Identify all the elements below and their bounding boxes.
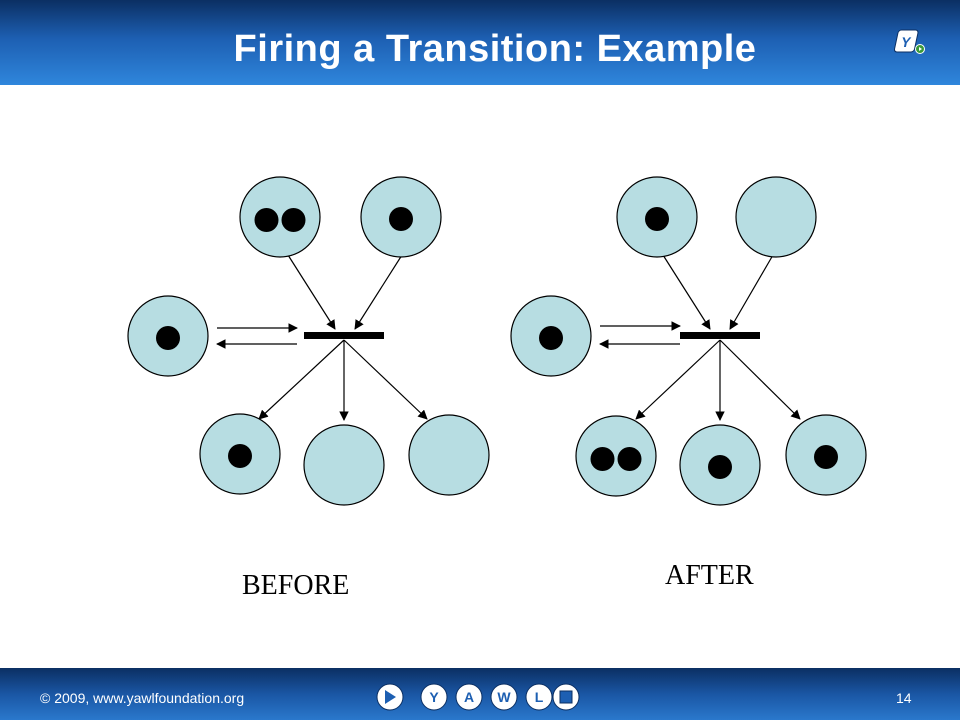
svg-text:A: A	[464, 689, 474, 705]
logo-letter-y: Y	[420, 683, 448, 711]
place-output-right	[408, 414, 490, 496]
petri-net-diagram	[127, 176, 867, 506]
place-circle	[239, 176, 321, 258]
arc	[287, 254, 336, 330]
place-bidirectional-left	[510, 295, 592, 377]
arc	[662, 254, 711, 330]
token	[228, 444, 252, 468]
place-circle	[735, 176, 817, 258]
place-circle	[575, 415, 657, 497]
logo-letter-l: L	[525, 683, 553, 711]
logo-letter-a: A	[455, 683, 483, 711]
token	[156, 326, 180, 350]
place-output-middle	[303, 424, 385, 506]
token	[254, 208, 279, 232]
arc	[258, 339, 345, 420]
svg-text:L: L	[535, 689, 544, 705]
place-output-left	[199, 413, 281, 495]
header-bar	[0, 0, 960, 85]
token	[539, 326, 563, 350]
svg-text:Y: Y	[429, 689, 439, 705]
token	[281, 208, 306, 232]
stop-icon	[552, 683, 580, 711]
place-circle	[303, 424, 385, 506]
token	[708, 455, 732, 479]
arc	[354, 254, 403, 330]
place-output-left	[575, 415, 657, 497]
place-input-top-left	[616, 176, 698, 258]
copyright-text: © 2009, www.yawlfoundation.org	[40, 690, 245, 706]
transition-bar	[304, 332, 384, 339]
token	[617, 447, 642, 471]
svg-text:W: W	[497, 689, 511, 705]
arc	[719, 339, 801, 420]
place-input-top-right	[360, 176, 442, 258]
token	[590, 447, 615, 471]
arc	[729, 254, 774, 330]
play-icon	[376, 683, 404, 711]
arc	[343, 339, 428, 420]
place-output-middle	[679, 424, 761, 506]
yawl-logo-icon: Y	[893, 29, 925, 54]
transition-bar	[680, 332, 760, 339]
after-net	[510, 176, 867, 506]
place-circle	[408, 414, 490, 496]
before-label: BEFORE	[242, 570, 350, 601]
before-net	[127, 176, 490, 506]
after-label: AFTER	[665, 560, 754, 591]
logo-letter-w: W	[490, 683, 518, 711]
page-number: 14	[896, 690, 912, 706]
place-bidirectional-left	[127, 295, 209, 377]
place-input-top-right	[735, 176, 817, 258]
svg-text:Y: Y	[900, 34, 913, 50]
arc	[635, 339, 721, 420]
slide-title: Firing a Transition: Example	[233, 28, 757, 70]
place-output-right	[785, 414, 867, 496]
token	[814, 445, 838, 469]
token	[389, 207, 413, 231]
token	[645, 207, 669, 231]
before-arcs	[216, 254, 428, 421]
place-input-top-left	[239, 176, 321, 258]
after-arcs	[599, 254, 801, 421]
